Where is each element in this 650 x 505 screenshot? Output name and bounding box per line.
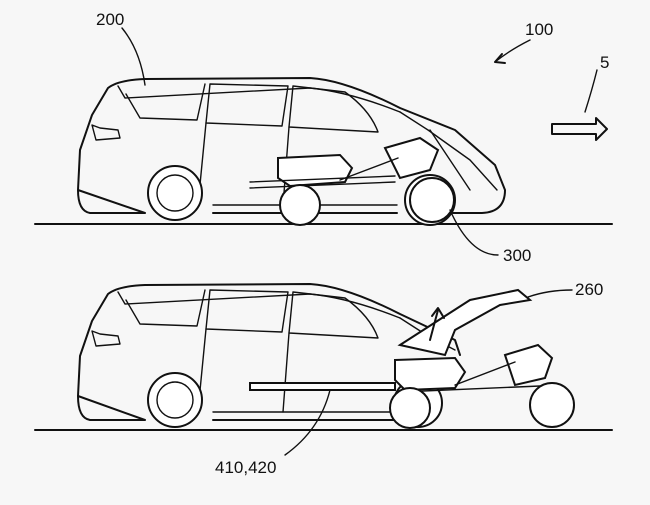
hatch-leader [528,290,572,297]
bottom-rails [250,383,395,390]
direction-leader [585,70,597,112]
top-robot-seat [278,155,352,186]
system-arrow [495,40,530,63]
direction-arrow-shape [552,118,607,140]
top-rear-wheel [148,166,202,220]
label-direction: 5 [600,53,609,72]
vehicle-leader [122,28,145,85]
label-robot: 300 [503,246,531,265]
bottom-rear-wheel [148,373,202,427]
top-robot-rear-wheel [280,185,320,225]
bottom-robot-head [505,345,552,385]
label-vehicle: 200 [96,10,124,29]
top-scene [35,78,612,225]
top-robot [250,138,454,225]
top-rear-lamp [92,125,120,140]
direction-arrow [552,70,607,140]
system-leader [495,40,530,62]
bottom-robot-front-wheel [530,383,574,427]
top-robot-front-wheel [410,178,454,222]
top-robot-head [385,138,438,178]
label-hatch: 260 [575,280,603,299]
bottom-robot-rear-wheel [390,388,430,428]
bottom-robot [390,345,574,428]
top-rear-window [126,84,205,120]
bottom-rear-window [126,290,205,326]
rails-leader [285,390,330,455]
bottom-rear-lamp [92,331,120,346]
label-system: 100 [525,20,553,39]
robot-leader [450,210,498,255]
bottom-door-seam-2 [283,333,289,412]
label-rails: 410,420 [215,458,276,477]
